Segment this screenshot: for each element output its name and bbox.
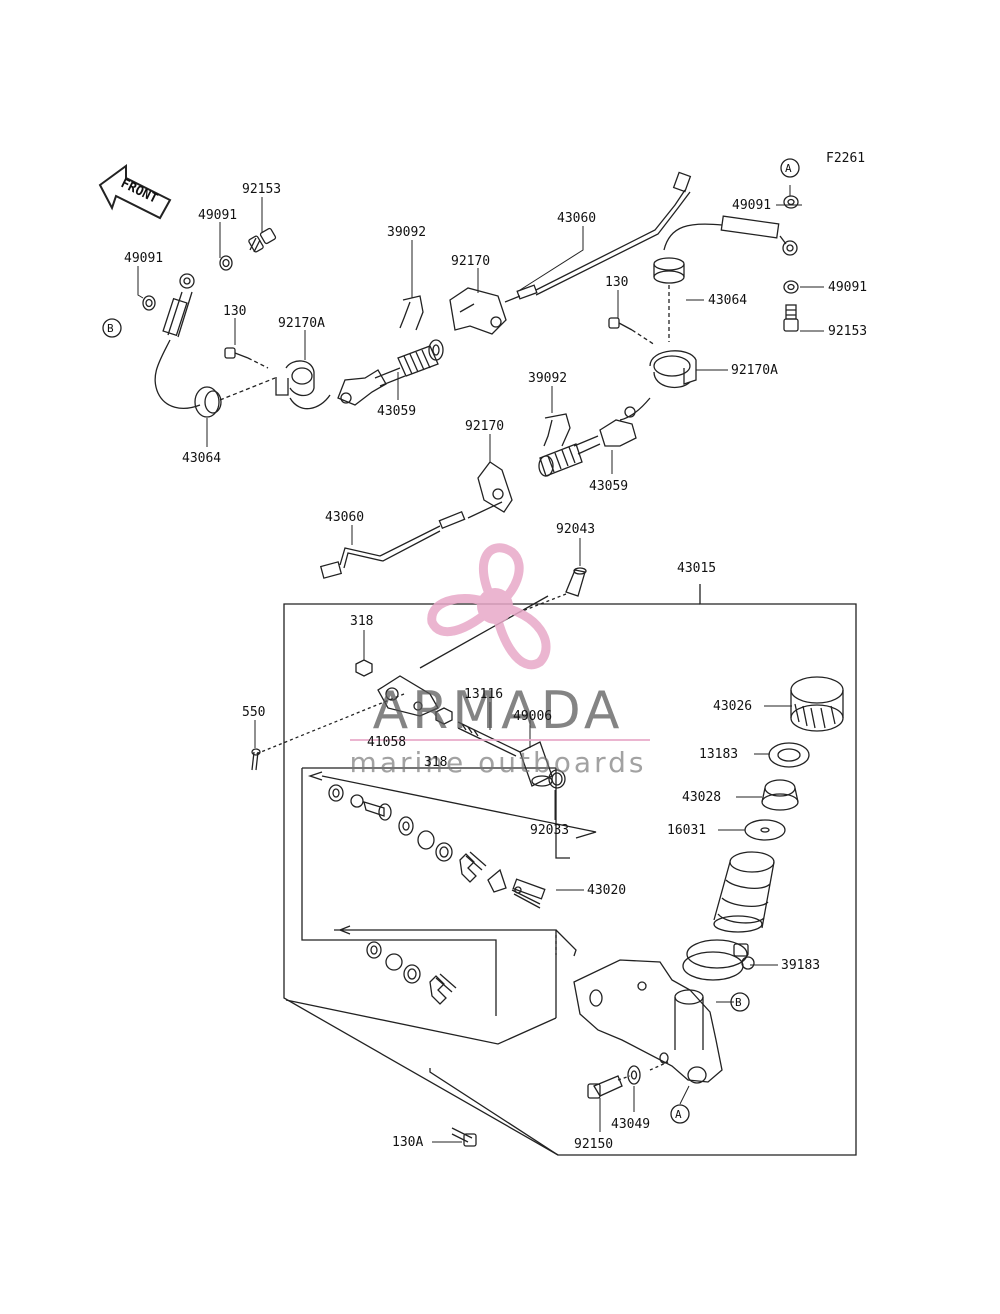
clevis-41058-icon <box>377 675 439 717</box>
float-16031-icon <box>744 819 786 841</box>
label-92170A-right: 92170A <box>731 363 778 378</box>
label-92150: 92150 <box>574 1137 613 1152</box>
cap-43026-icon <box>790 676 844 732</box>
label-318-top: 318 <box>350 614 373 629</box>
right-hose-assembly <box>608 195 799 421</box>
master-cylinder-group-frame <box>283 584 857 1156</box>
label-43060-lower: 43060 <box>325 510 364 525</box>
label-13183: 13183 <box>699 747 738 762</box>
bolt-130A-icon <box>451 1127 477 1147</box>
label-130-right: 130 <box>605 275 628 290</box>
watermark-brand: ARMADA <box>373 681 624 741</box>
bolt-92153-left-icon <box>248 227 277 253</box>
label-49091-left: 49091 <box>124 251 163 266</box>
label-92153-right: 92153 <box>828 324 867 339</box>
label-41058: 41058 <box>367 735 406 750</box>
label-43049: 43049 <box>611 1117 650 1132</box>
reservoir-icon <box>713 851 775 933</box>
bolt-130-left-icon <box>224 347 249 359</box>
watermark-logo: ARMADA marine outboards <box>350 543 650 779</box>
bracket-92170-lower-icon <box>477 461 513 513</box>
front-arrow-icon <box>98 164 172 220</box>
label-43028: 43028 <box>682 790 721 805</box>
label-92170-lower: 92170 <box>465 419 504 434</box>
washer-49091-top-icon <box>219 255 233 271</box>
nut-318-top-icon <box>355 659 373 677</box>
ref-b-right: B <box>735 996 742 1009</box>
label-49091-right: 49091 <box>828 280 867 295</box>
grommet-43064-right-icon <box>653 257 685 284</box>
bolt-130-right-icon <box>608 317 633 331</box>
label-43060-upper: 43060 <box>557 211 596 226</box>
diaphragm-43028-icon <box>761 779 799 811</box>
circlip-92033-icon <box>548 769 566 789</box>
pin-92043-icon <box>519 567 587 613</box>
pipe-43060-lower <box>319 501 503 579</box>
pushrod-13116-icon <box>457 721 521 757</box>
label-130-left: 130 <box>223 304 246 319</box>
cotter-pin-550-icon <box>251 748 261 771</box>
ref-a-bottom: A <box>675 1108 682 1121</box>
ref-b-left: B <box>107 322 114 335</box>
label-130A: 130A <box>392 1135 423 1150</box>
washer-49091-left-icon <box>142 295 156 311</box>
ref-marker-b-right-icon <box>730 992 750 1012</box>
diaphragm-plate-13183-icon <box>768 742 810 768</box>
left-hose-assembly <box>142 227 331 418</box>
piston-kit-lower-parts <box>366 941 457 1005</box>
upper-connector-43059 <box>337 339 444 406</box>
leader-lines <box>137 185 824 1143</box>
label-43064-right: 43064 <box>708 293 747 308</box>
label-43026: 43026 <box>713 699 752 714</box>
label-39092-lower: 39092 <box>528 371 567 386</box>
label-92170-upper: 92170 <box>451 254 490 269</box>
label-43059-upper: 43059 <box>377 404 416 419</box>
pipe-43060-upper <box>504 171 692 303</box>
label-49006: 49006 <box>513 709 552 724</box>
label-49091-right-top: 49091 <box>732 198 771 213</box>
washer-43049-icon <box>627 1065 641 1085</box>
label-16031: 16031 <box>667 823 706 838</box>
label-92033: 92033 <box>530 823 569 838</box>
nut-318-bottom-icon <box>435 707 453 725</box>
ref-a-top: A <box>785 162 792 175</box>
washer-49091-right-top-icon <box>783 195 799 209</box>
ref-marker-a-bottom-icon <box>670 1104 690 1124</box>
grommet-43064-left-icon <box>194 386 222 418</box>
master-cylinder-body-icon <box>573 959 723 1084</box>
ref-marker-b-left-icon <box>102 318 122 338</box>
label-43015: 43015 <box>677 561 716 576</box>
clamp-92170A-left-icon <box>275 360 315 397</box>
lower-connector-43059 <box>538 406 637 477</box>
labels: F2261 FRONT A B B A 92153 49091 49091 13… <box>107 151 867 1152</box>
bolt-92150-icon <box>587 1075 623 1099</box>
clamp-92170A-right-icon <box>649 350 697 389</box>
bolt-92153-right-icon <box>783 304 799 332</box>
label-92153-left: 92153 <box>242 182 281 197</box>
diagram-code: F2261 <box>826 151 865 166</box>
washer-49091-right-icon <box>783 280 799 294</box>
clip-39092-upper-icon <box>399 295 424 331</box>
hose-clamp-39183-icon <box>682 939 755 981</box>
clip-39092-lower-icon <box>543 413 571 447</box>
label-43064-left: 43064 <box>182 451 221 466</box>
label-43059-lower: 43059 <box>589 479 628 494</box>
label-49091-top: 49091 <box>198 208 237 223</box>
label-43020: 43020 <box>587 883 626 898</box>
ref-marker-a-top-icon <box>780 158 800 178</box>
watermark-tagline: marine outboards <box>350 746 647 779</box>
label-39092-upper: 39092 <box>387 225 426 240</box>
label-39183: 39183 <box>781 958 820 973</box>
piston-kit-upper-parts <box>328 784 546 909</box>
bracket-92170-upper-icon <box>449 287 507 335</box>
piston-kit-frame <box>285 767 597 1045</box>
label-92170A-left: 92170A <box>278 316 325 331</box>
label-13116: 13116 <box>464 687 503 702</box>
label-92043: 92043 <box>556 522 595 537</box>
label-550: 550 <box>242 705 265 720</box>
label-318-bottom: 318 <box>424 755 447 770</box>
